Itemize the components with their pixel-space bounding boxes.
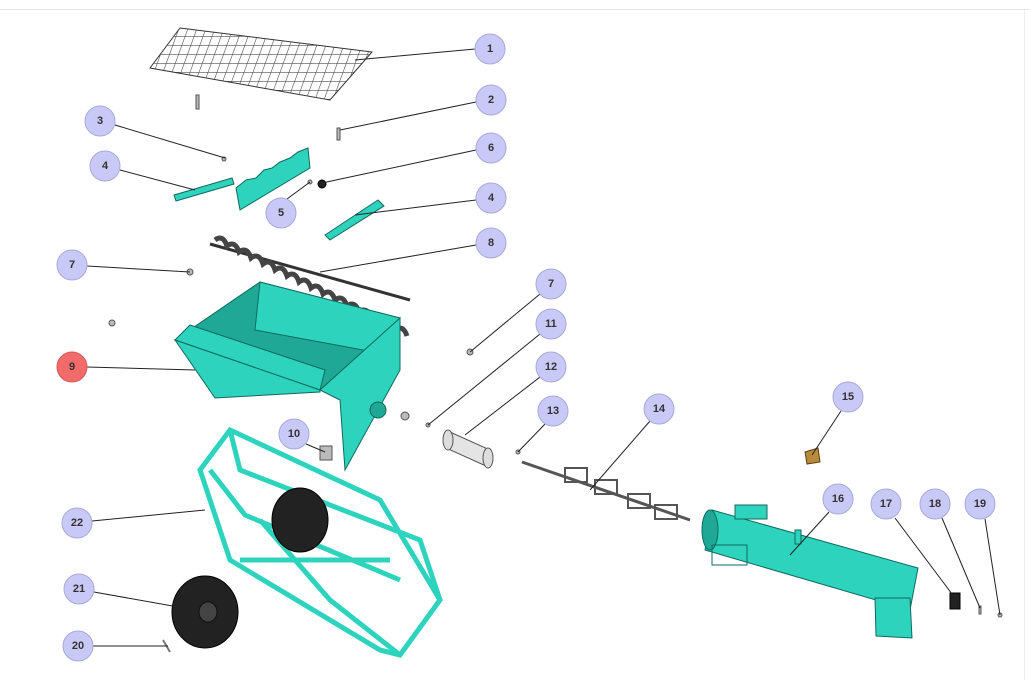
callout-8[interactable]: 8: [475, 227, 507, 259]
callout-4-right[interactable]: 4: [475, 182, 507, 214]
callout-10[interactable]: 10: [278, 418, 310, 450]
svg-text:13: 13: [547, 405, 559, 417]
svg-text:2: 2: [488, 94, 494, 106]
part-6-knob: [317, 179, 327, 189]
svg-text:19: 19: [974, 498, 986, 510]
callout-19[interactable]: 19: [964, 488, 996, 520]
svg-text:14: 14: [653, 403, 666, 415]
svg-text:8: 8: [488, 237, 494, 249]
part-nut: [108, 319, 116, 327]
part-14-auger[interactable]: [521, 460, 691, 522]
part-4-side-rail[interactable]: [173, 177, 235, 202]
svg-text:7: 7: [69, 259, 75, 271]
callout-14[interactable]: 14: [643, 393, 675, 425]
part-12-roller[interactable]: [442, 429, 494, 469]
callout-7-right[interactable]: 7: [535, 268, 567, 300]
callout-21[interactable]: 21: [63, 573, 95, 605]
part-wheel-rear[interactable]: [271, 487, 329, 553]
callout-16[interactable]: 16: [822, 483, 854, 515]
part-17-cap[interactable]: [949, 592, 961, 610]
part-comb-plate[interactable]: [235, 147, 311, 211]
svg-text:4: 4: [102, 160, 109, 172]
svg-text:7: 7: [548, 278, 554, 290]
part-22-frame[interactable]: [197, 426, 443, 658]
callout-15[interactable]: 15: [832, 381, 864, 413]
callout-6[interactable]: 6: [475, 132, 507, 164]
svg-text:17: 17: [880, 498, 892, 510]
svg-text:6: 6: [488, 142, 494, 154]
svg-text:1: 1: [487, 43, 493, 55]
svg-text:16: 16: [832, 493, 844, 505]
part-21-wheel[interactable]: [171, 575, 239, 649]
part-bolt-washer: [400, 411, 410, 421]
svg-text:22: 22: [71, 517, 83, 529]
part-16-tube[interactable]: [701, 504, 919, 639]
part-9-hopper[interactable]: [173, 281, 402, 472]
part-bolt: [195, 94, 200, 110]
callout-9-highlighted[interactable]: 9: [56, 351, 88, 383]
page-right-border: [1024, 10, 1025, 680]
svg-text:15: 15: [842, 391, 854, 403]
leader-lines: [86, 48, 1001, 647]
svg-text:12: 12: [545, 361, 557, 373]
callout-22[interactable]: 22: [61, 507, 93, 539]
callout-12[interactable]: 12: [535, 351, 567, 383]
svg-text:9: 9: [69, 361, 75, 373]
page-top-border: [0, 9, 1030, 10]
part-15-fitting[interactable]: [804, 447, 821, 465]
callout-11[interactable]: 11: [535, 308, 567, 340]
callout-20[interactable]: 20: [62, 630, 94, 662]
svg-text:20: 20: [72, 640, 84, 652]
callout-7-left[interactable]: 7: [56, 249, 88, 281]
callout-5[interactable]: 5: [265, 197, 297, 229]
callout-2[interactable]: 2: [475, 84, 507, 116]
part-10-bushing[interactable]: [319, 445, 333, 461]
callout-4-left[interactable]: 4: [89, 150, 121, 182]
svg-text:10: 10: [288, 428, 300, 440]
svg-text:18: 18: [929, 498, 941, 510]
svg-text:3: 3: [97, 115, 103, 127]
callout-18[interactable]: 18: [919, 488, 951, 520]
callout-13[interactable]: 13: [537, 395, 569, 427]
svg-text:5: 5: [278, 207, 284, 219]
svg-text:4: 4: [488, 192, 495, 204]
callout-1[interactable]: 1: [474, 33, 506, 65]
callout-3[interactable]: 3: [84, 105, 116, 137]
svg-text:21: 21: [73, 583, 85, 595]
part-1-mesh-screen[interactable]: [149, 27, 373, 101]
part-18-pin: [978, 605, 982, 615]
part-2-bolt: [336, 127, 341, 141]
callout-17[interactable]: 17: [870, 488, 902, 520]
part-4-side-rail-right[interactable]: [324, 199, 385, 241]
svg-text:11: 11: [545, 318, 557, 330]
